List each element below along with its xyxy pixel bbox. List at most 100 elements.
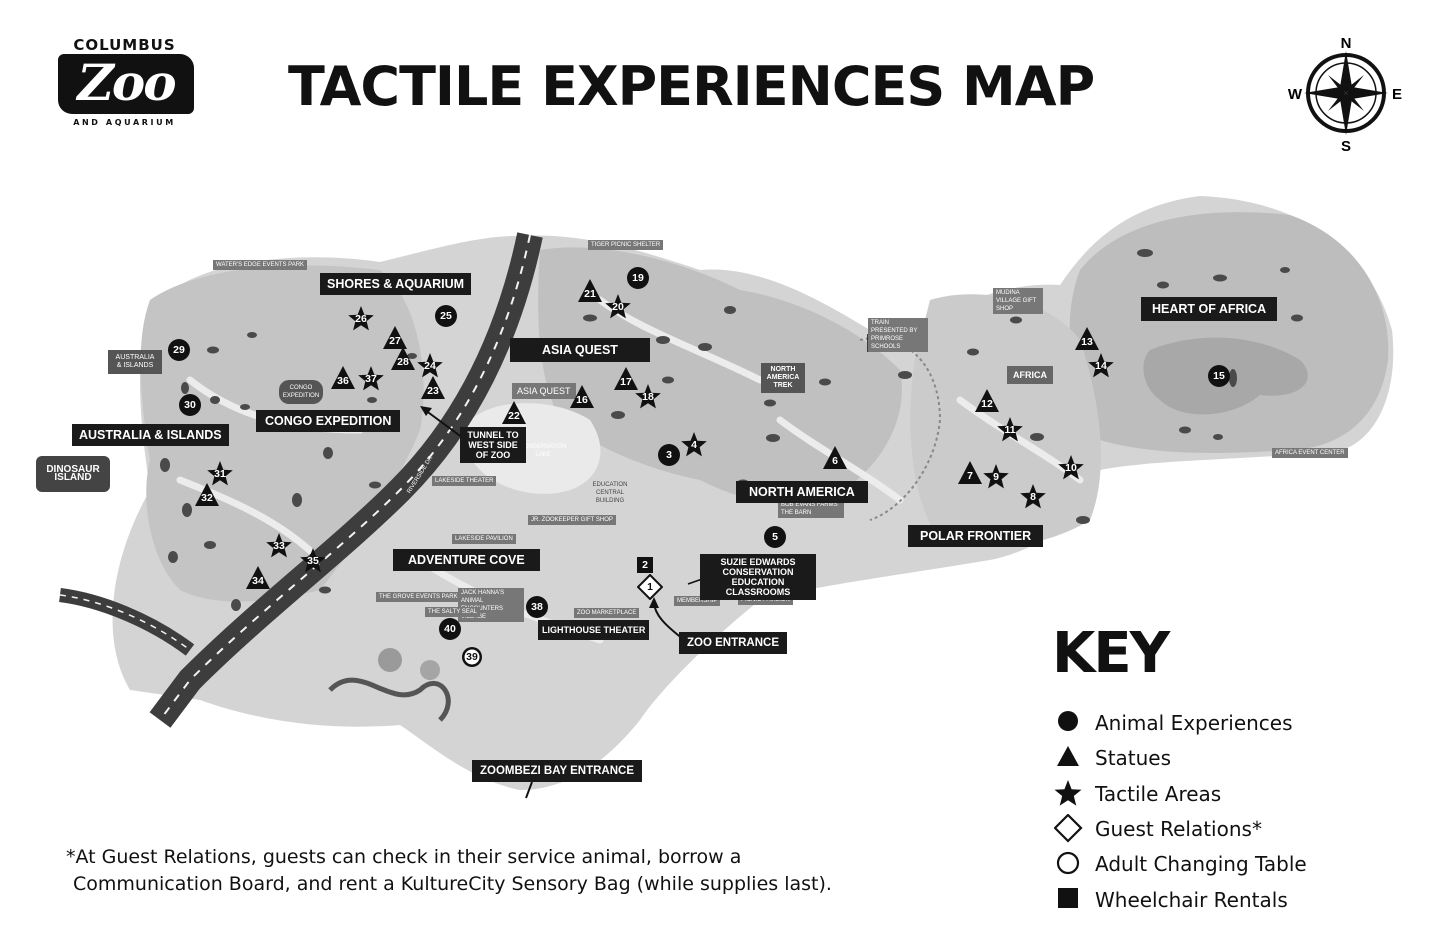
region-shores-aquarium: SHORES & AQUARIUM xyxy=(320,273,472,295)
statue-icon xyxy=(578,279,602,302)
adult-changing-table-icon xyxy=(462,647,482,667)
marker-6: 6 xyxy=(822,445,848,471)
key-label-wheelchair: Wheelchair Rentals xyxy=(1095,888,1288,912)
tactile-area-icon xyxy=(207,461,233,486)
marker-11: 11 xyxy=(997,417,1023,443)
marker-number: 40 xyxy=(444,623,456,635)
statue-icon xyxy=(1075,327,1099,350)
guest-relations-icon xyxy=(637,574,663,600)
logo-bottom-text: AND AQUARIUM xyxy=(73,118,176,127)
key-label-tactile: Tactile Areas xyxy=(1095,782,1222,806)
compass-w: W xyxy=(1288,86,1303,103)
animal-experience-icon xyxy=(439,618,461,640)
marker-16: 16 xyxy=(569,384,595,410)
tactile-area-icon xyxy=(348,306,374,331)
badge-dinosaur-island: DINOSAUR ISLAND xyxy=(36,456,110,492)
marker-26: 26 xyxy=(348,306,374,332)
marker-number: 12 xyxy=(981,398,993,410)
tactile-area-icon xyxy=(983,464,1009,489)
region-north-america: NORTH AMERICA xyxy=(736,481,868,503)
place-conservation-lake: CONSERVATION LAKE xyxy=(519,444,567,458)
key-title: KEY xyxy=(1052,621,1170,686)
animal-experience-icon xyxy=(764,526,786,548)
statue-icon xyxy=(823,446,847,469)
marker-19: 19 xyxy=(625,265,651,291)
marker-number: 8 xyxy=(1030,491,1036,503)
marker-number: 5 xyxy=(772,531,778,543)
marker-10: 10 xyxy=(1058,455,1084,481)
statue-icon xyxy=(246,566,270,589)
marker-number: 11 xyxy=(1004,424,1016,436)
statue-icon xyxy=(570,385,594,408)
animal-experience-icon xyxy=(1208,365,1230,387)
marker-14: 14 xyxy=(1088,353,1114,379)
animal-experience-icon xyxy=(658,444,680,466)
marker-7: 7 xyxy=(957,460,983,486)
classrooms-label: SUZIE EDWARDS CONSERVATION EDUCATION CLA… xyxy=(700,554,816,600)
marker-22: 22 xyxy=(501,400,527,426)
badge-asia-quest: ASIA QUEST xyxy=(512,383,576,399)
key-row-tactile: Tactile Areas xyxy=(1052,777,1392,807)
animal-experience-icon xyxy=(526,596,548,618)
marker-number: 30 xyxy=(184,399,196,411)
region-polar-frontier: POLAR FRONTIER xyxy=(908,525,1044,547)
marker-4: 4 xyxy=(681,432,707,458)
badge-congo: CONGO EXPEDITION xyxy=(279,380,323,404)
marker-15: 15 xyxy=(1206,363,1232,389)
animal-experience-icon xyxy=(1058,711,1078,731)
marker-31: 31 xyxy=(207,461,233,487)
marker-32: 32 xyxy=(194,482,220,508)
statue-icon xyxy=(331,366,355,389)
marker-5: 5 xyxy=(762,524,788,550)
marker-number: 22 xyxy=(508,410,520,422)
animal-experience-icon xyxy=(179,394,201,416)
marker-28: 28 xyxy=(390,346,416,372)
marker-number: 7 xyxy=(967,470,973,482)
key-row-wheelchair: Wheelchair Rentals xyxy=(1052,883,1392,913)
statue-icon xyxy=(1057,746,1079,766)
marker-20: 20 xyxy=(605,294,631,320)
region-heart-of-africa: HEART OF AFRICA xyxy=(1141,297,1278,321)
key-label-statue: Statues xyxy=(1095,746,1172,770)
statue-icon xyxy=(383,326,407,349)
marker-number: 25 xyxy=(440,310,452,322)
marker-34: 34 xyxy=(245,565,271,591)
map-key: KEY Animal Experiences Statues Tactile A… xyxy=(1052,620,1412,920)
zoo-entrance-label: ZOO ENTRANCE xyxy=(679,632,787,654)
badge-australia: AUSTRALIA & ISLANDS xyxy=(108,350,162,374)
tactile-area-icon xyxy=(266,533,292,558)
marker-number: 18 xyxy=(642,391,654,403)
marker-number: 9 xyxy=(993,471,999,483)
key-row-guest-relations: Guest Relations* xyxy=(1052,812,1392,843)
marker-number: 38 xyxy=(531,601,543,613)
lighthouse-theater-label: LIGHTHOUSE THEATER xyxy=(538,620,650,640)
footnote-line-1: *At Guest Relations, guests can check in… xyxy=(66,846,742,868)
marker-13: 13 xyxy=(1074,326,1100,352)
marker-40: 40 xyxy=(437,616,463,642)
marker-17: 17 xyxy=(613,366,639,392)
marker-number: 10 xyxy=(1065,462,1077,474)
tactile-area-icon xyxy=(417,353,443,378)
marker-number: 16 xyxy=(576,394,588,406)
place-lakeside-theater: LAKESIDE THEATER xyxy=(432,476,497,486)
adult-changing-table-icon xyxy=(1056,851,1080,875)
marker-number: 23 xyxy=(427,385,439,397)
animal-experience-icon xyxy=(168,339,190,361)
place-salty-seal: THE SALTY SEAL xyxy=(425,607,481,617)
marker-number: 35 xyxy=(307,555,319,567)
tactile-area-icon xyxy=(358,366,384,391)
marker-number: 2 xyxy=(642,559,648,571)
logo-mark: Zoo xyxy=(58,54,194,114)
marker-25: 25 xyxy=(433,303,459,329)
place-membership: MEMBERSHIP xyxy=(674,596,721,606)
marker-number: 20 xyxy=(612,301,624,313)
place-grove: THE GROVE EVENTS PARK xyxy=(376,592,461,602)
marker-number: 1 xyxy=(647,581,653,593)
tactile-area-icon xyxy=(1088,353,1114,378)
marker-number: 34 xyxy=(252,575,264,587)
marker-number: 19 xyxy=(632,272,644,284)
compass-e: E xyxy=(1392,86,1402,103)
marker-38: 38 xyxy=(524,594,550,620)
place-jr-zookeeper: JR. ZOOKEEPER GIFT SHOP xyxy=(528,515,616,525)
place-education-central: EDUCATION CENTRAL BUILDING xyxy=(592,482,628,504)
